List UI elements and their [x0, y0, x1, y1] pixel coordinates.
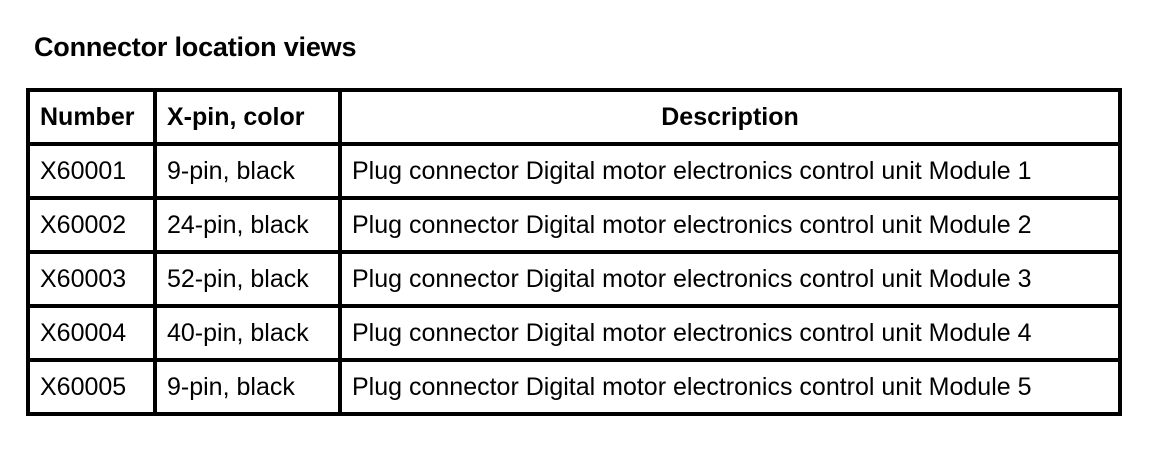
connector-table-container: Number X-pin, color Description X60001 9…	[26, 88, 1122, 416]
cell-xpin-color: 9-pin, black	[153, 358, 342, 416]
table-row: X60003 52-pin, black Plug connector Digi…	[26, 250, 1122, 308]
cell-description: Plug connector Digital motor electronics…	[338, 142, 1122, 200]
table-body: X60001 9-pin, black Plug connector Digit…	[26, 142, 1122, 416]
cell-description: Plug connector Digital motor electronics…	[338, 358, 1122, 416]
column-header-description: Description	[338, 88, 1122, 146]
cell-number: X60002	[26, 196, 157, 254]
cell-description: Plug connector Digital motor electronics…	[338, 196, 1122, 254]
table-header: Number X-pin, color Description	[26, 88, 1122, 146]
page-title: Connector location views	[34, 32, 357, 63]
cell-number: X60005	[26, 358, 157, 416]
cell-number: X60003	[26, 250, 157, 308]
column-header-number: Number	[26, 88, 157, 146]
table-row: X60004 40-pin, black Plug connector Digi…	[26, 304, 1122, 362]
cell-xpin-color: 24-pin, black	[153, 196, 342, 254]
cell-xpin-color: 52-pin, black	[153, 250, 342, 308]
cell-description: Plug connector Digital motor electronics…	[338, 304, 1122, 362]
table-row: X60002 24-pin, black Plug connector Digi…	[26, 196, 1122, 254]
cell-xpin-color: 9-pin, black	[153, 142, 342, 200]
table-row: X60005 9-pin, black Plug connector Digit…	[26, 358, 1122, 416]
cell-number: X60001	[26, 142, 157, 200]
cell-number: X60004	[26, 304, 157, 362]
cell-xpin-color: 40-pin, black	[153, 304, 342, 362]
connector-location-table: Number X-pin, color Description X60001 9…	[26, 88, 1122, 416]
cell-description: Plug connector Digital motor electronics…	[338, 250, 1122, 308]
column-header-xpin-color: X-pin, color	[153, 88, 342, 146]
table-header-row: Number X-pin, color Description	[26, 88, 1122, 146]
table-row: X60001 9-pin, black Plug connector Digit…	[26, 142, 1122, 200]
